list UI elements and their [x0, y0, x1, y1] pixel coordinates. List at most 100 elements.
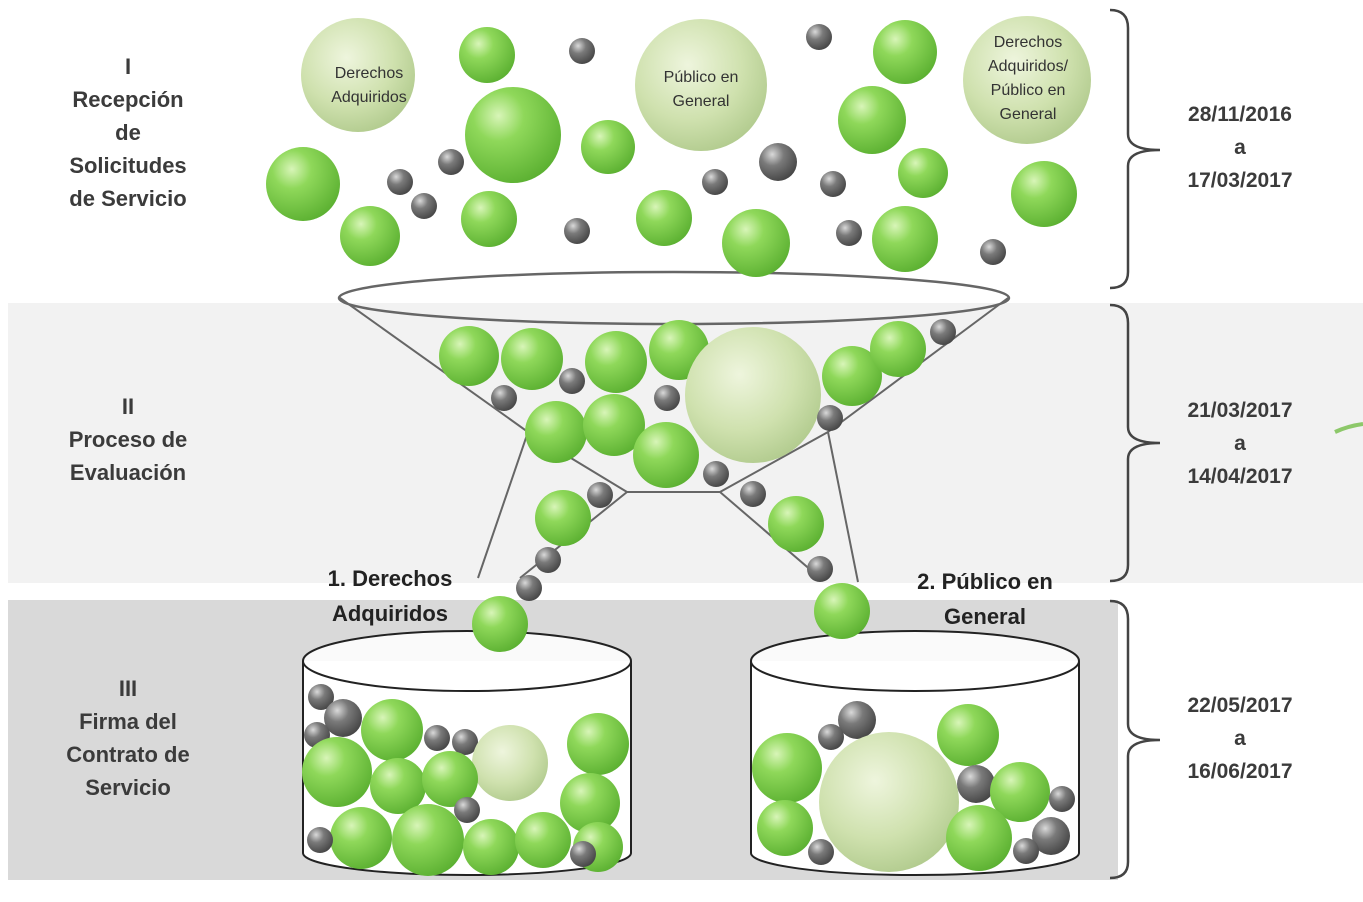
date-start: 22/05/2017	[1187, 694, 1293, 717]
date-range-stage-2: 21/03/2017 a 14/04/2017	[1160, 394, 1320, 493]
gray-ball	[957, 765, 995, 803]
gray-ball	[452, 729, 478, 755]
gray-ball	[654, 385, 680, 411]
gray-ball	[564, 218, 590, 244]
gray-ball	[807, 556, 833, 582]
green-ball	[838, 86, 906, 154]
gray-ball	[324, 699, 362, 737]
gray-ball	[838, 701, 876, 739]
bracket-stage-2	[1109, 303, 1161, 583]
container-rim-left	[302, 630, 632, 692]
pale-ball	[963, 16, 1091, 144]
green-ball	[535, 490, 591, 546]
bubble-label-line: General	[1000, 106, 1057, 123]
bracket-stage-1	[1109, 8, 1161, 290]
outlet-label-publico: 2. Público en General	[895, 564, 1075, 634]
stage-line: Contrato de	[66, 742, 190, 767]
brackets	[1109, 8, 1161, 880]
pale-ball	[685, 327, 821, 463]
gray-ball	[535, 547, 561, 573]
ball-layer	[266, 16, 1091, 876]
stage-line: de	[115, 120, 141, 145]
green-ball	[814, 583, 870, 639]
date-end: 16/06/2017	[1187, 760, 1293, 783]
green-ball	[370, 758, 426, 814]
outlet-line: 2. Público en	[917, 569, 1053, 594]
outlet-label-derechos: 1. Derechos Adquiridos	[300, 561, 480, 631]
gray-ball	[491, 385, 517, 411]
bubble-label-line: Público en	[991, 82, 1066, 99]
gray-ball	[930, 319, 956, 345]
green-ball	[422, 751, 478, 807]
date-sep: a	[1234, 727, 1246, 750]
gray-ball	[1013, 838, 1039, 864]
green-ball	[560, 773, 620, 833]
green-ball	[990, 762, 1050, 822]
gray-ball	[806, 24, 832, 50]
stage-line: Recepción	[72, 87, 184, 112]
gray-ball	[587, 482, 613, 508]
stage-line: Solicitudes	[69, 153, 187, 178]
green-ball	[873, 20, 937, 84]
green-ball	[459, 27, 515, 83]
gray-ball	[387, 169, 413, 195]
gray-ball	[759, 143, 797, 181]
green-ball	[722, 209, 790, 277]
stage-number: III	[118, 676, 138, 701]
gray-ball	[424, 725, 450, 751]
date-start: 28/11/2016	[1188, 103, 1292, 126]
funnel-rim	[337, 270, 1011, 326]
gray-ball	[454, 797, 480, 823]
gray-ball	[980, 239, 1006, 265]
gray-ball	[808, 839, 834, 865]
green-ball	[757, 800, 813, 856]
green-ball	[1011, 161, 1077, 227]
stage-label-contract: III Firma del Contrato de Servicio	[8, 672, 248, 804]
gray-ball	[569, 38, 595, 64]
date-range-stage-3: 22/05/2017 a 16/06/2017	[1160, 689, 1320, 788]
stage-label-evaluation: II Proceso de Evaluación	[8, 390, 248, 489]
stage-number: I	[124, 54, 132, 79]
green-ball	[340, 206, 400, 266]
date-end: 17/03/2017	[1187, 169, 1293, 192]
green-ball	[822, 346, 882, 406]
bracket-stage-3	[1109, 599, 1161, 880]
green-ball	[585, 331, 647, 393]
gray-ball	[703, 461, 729, 487]
date-range-stage-1: 28/11/2016 a 17/03/2017	[1160, 98, 1320, 197]
green-ball	[870, 321, 926, 377]
green-ball	[636, 190, 692, 246]
gray-ball	[818, 724, 844, 750]
green-ball	[525, 401, 587, 463]
bubble-label-publico: Público en General	[664, 69, 739, 110]
green-ball	[461, 191, 517, 247]
outlet-line: Adquiridos	[331, 601, 449, 626]
bubble-label-line: General	[673, 93, 730, 110]
green-ball	[501, 328, 563, 390]
gray-ball	[820, 171, 846, 197]
gray-ball	[1032, 817, 1070, 855]
green-ball	[768, 496, 824, 552]
gray-ball	[836, 220, 862, 246]
green-ball	[465, 87, 561, 183]
stage-label-reception: I Recepción de Solicitudes de Servicio	[8, 50, 248, 215]
gray-ball	[817, 405, 843, 431]
gray-ball	[438, 149, 464, 175]
gray-ball	[516, 575, 542, 601]
gray-ball	[740, 481, 766, 507]
green-ball	[752, 733, 822, 803]
green-ball	[392, 804, 464, 876]
gray-ball	[1049, 786, 1075, 812]
date-end: 14/04/2017	[1187, 465, 1293, 488]
bubble-label-line: Público en	[664, 69, 739, 86]
green-ball	[472, 596, 528, 652]
green-ball	[439, 326, 499, 386]
bubble-label-line: Derechos	[994, 34, 1062, 51]
green-ball	[361, 699, 423, 761]
green-ball	[898, 148, 948, 198]
green-ball	[581, 120, 635, 174]
